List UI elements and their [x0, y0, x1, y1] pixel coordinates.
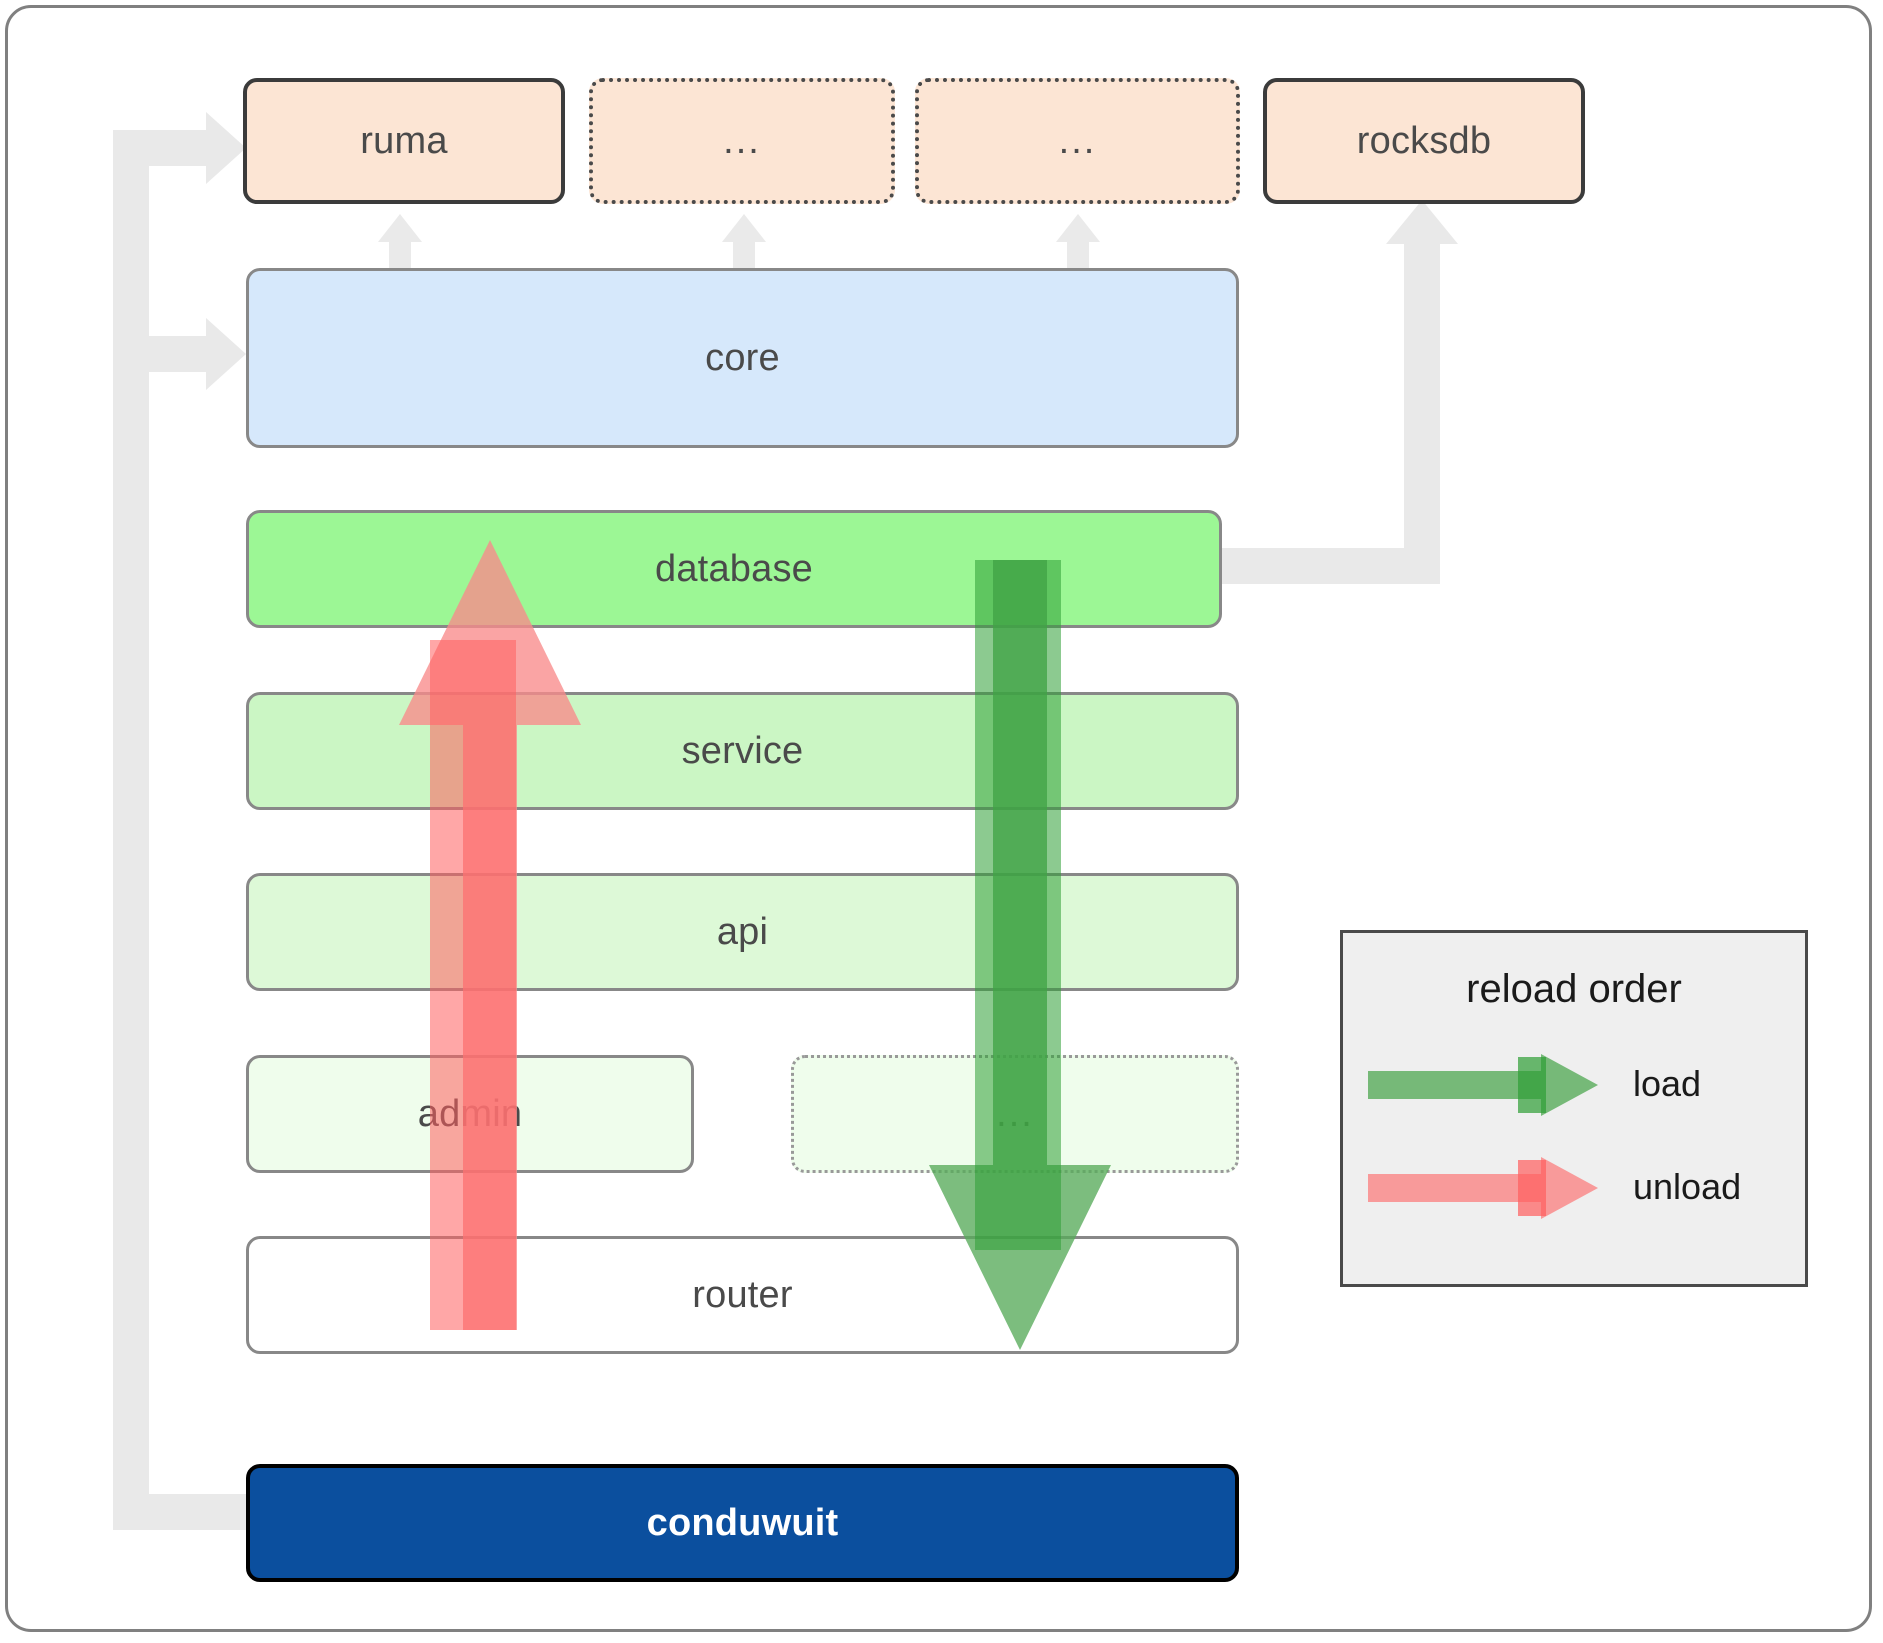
node-api[interactable]: api — [246, 873, 1239, 991]
connector-database-to-rocksdb-horizontal — [1222, 548, 1422, 584]
legend-unload-arrow-icon — [1368, 1157, 1598, 1219]
legend-title: reload order — [1466, 967, 1682, 1011]
node-admin-label: admin — [417, 1092, 523, 1135]
connector-arrowhead-rocksdb — [1386, 200, 1458, 244]
node-stack-placeholder-label: ... — [996, 1092, 1034, 1135]
node-api-label: api — [716, 910, 769, 953]
legend-unload-label: unload — [1633, 1166, 1742, 1207]
connector-to-conduwuit — [113, 1494, 253, 1530]
node-external-placeholder-1-label: ... — [723, 119, 761, 162]
connector-arrowhead-ruma — [206, 112, 246, 184]
core-to-ext2-arrowhead — [722, 214, 766, 242]
core-to-ext2-stem — [733, 242, 755, 274]
node-conduwuit[interactable]: conduwuit — [246, 1464, 1239, 1582]
node-conduwuit-label: conduwuit — [646, 1501, 839, 1544]
node-external-placeholder-1[interactable]: ... — [589, 78, 895, 204]
connector-database-to-rocksdb-vertical — [1404, 244, 1440, 584]
node-ruma[interactable]: ruma — [243, 78, 565, 204]
diagram-frame — [5, 5, 1872, 1632]
node-external-placeholder-2[interactable]: ... — [915, 78, 1240, 204]
node-service[interactable]: service — [246, 692, 1239, 810]
legend-load-arrow-icon — [1368, 1054, 1598, 1116]
node-rocksdb[interactable]: rocksdb — [1263, 78, 1585, 204]
node-router[interactable]: router — [246, 1236, 1239, 1354]
node-router-label: router — [692, 1273, 793, 1316]
node-admin[interactable]: admin — [246, 1055, 694, 1173]
node-rocksdb-label: rocksdb — [1356, 119, 1492, 162]
connector-branch-core — [113, 336, 218, 372]
connector-arrowhead-core — [206, 318, 246, 390]
node-database[interactable]: database — [246, 510, 1222, 628]
node-stack-placeholder[interactable]: ... — [791, 1055, 1239, 1173]
legend-reload-order: reload order load unload — [1340, 930, 1808, 1287]
core-to-ruma-stem — [389, 242, 411, 274]
node-ruma-label: ruma — [360, 119, 448, 162]
connector-branch-ruma — [113, 130, 218, 166]
node-external-placeholder-2-label: ... — [1058, 119, 1097, 162]
legend-load-label: load — [1633, 1063, 1702, 1104]
node-service-label: service — [681, 729, 804, 772]
core-to-ext3-stem — [1067, 242, 1089, 274]
node-database-label: database — [655, 547, 813, 590]
node-core-label: core — [705, 336, 780, 379]
core-to-ruma-arrowhead — [378, 214, 422, 242]
node-core[interactable]: core — [246, 268, 1239, 448]
core-to-ext3-arrowhead — [1056, 214, 1100, 242]
